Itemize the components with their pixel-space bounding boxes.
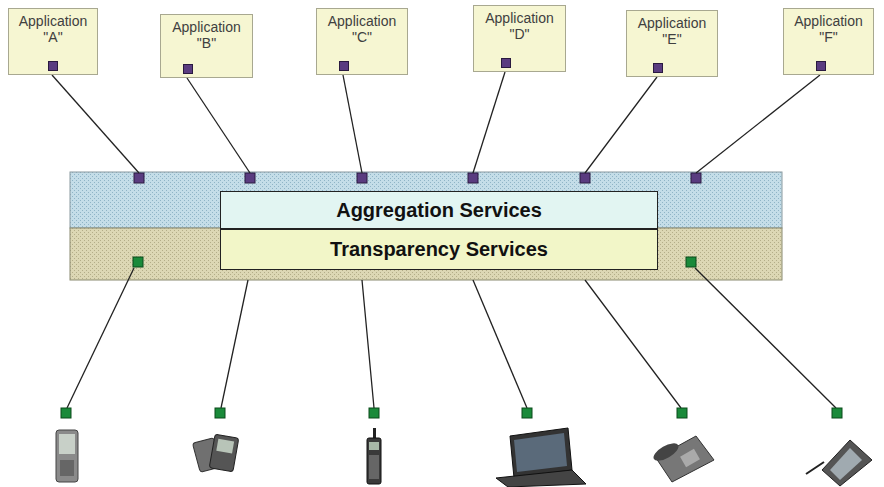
application-box: Application "A" xyxy=(8,8,98,75)
service-label: Aggregation Services xyxy=(336,199,542,222)
application-box: Application "D" xyxy=(473,5,566,72)
application-label: Application "E" xyxy=(631,15,713,47)
connector-line xyxy=(696,75,820,173)
service-band: Transparency Services xyxy=(70,228,782,280)
application-label: Application "B" xyxy=(165,19,248,51)
band-ports xyxy=(134,173,701,183)
device-wires xyxy=(67,268,836,408)
application-port xyxy=(501,58,511,68)
application-port xyxy=(653,63,663,73)
connector-line xyxy=(343,75,362,173)
application-box: Application "E" xyxy=(626,10,718,77)
application-port xyxy=(48,61,58,71)
connector-line xyxy=(52,75,139,173)
application-port xyxy=(816,61,826,71)
application-port xyxy=(339,61,349,71)
service-band: Aggregation Services xyxy=(70,172,782,228)
laptop xyxy=(496,428,586,487)
connector-line xyxy=(473,72,505,173)
application-port xyxy=(183,64,193,74)
cell-phone xyxy=(367,428,381,484)
connector-line xyxy=(585,77,657,173)
application-label: Application "F" xyxy=(788,13,869,45)
pager-devices xyxy=(192,434,238,472)
application-box: Application "B" xyxy=(160,14,253,78)
pda-device xyxy=(56,430,78,482)
application-box: Application "F" xyxy=(783,8,874,75)
application-label: Application "D" xyxy=(478,10,561,42)
service-label-frame: Aggregation Services xyxy=(220,191,658,229)
desk-phone xyxy=(651,436,714,482)
handheld-device xyxy=(806,440,872,486)
application-label: Application "C" xyxy=(321,13,403,45)
connector-line xyxy=(187,78,250,173)
service-label-frame: Transparency Services xyxy=(220,229,658,270)
service-label: Transparency Services xyxy=(330,238,548,261)
application-label: Application "A" xyxy=(13,13,93,45)
device-ports xyxy=(61,257,842,418)
transparency-band xyxy=(70,228,782,280)
aggregation-band xyxy=(70,172,782,228)
application-box: Application "C" xyxy=(316,8,408,75)
